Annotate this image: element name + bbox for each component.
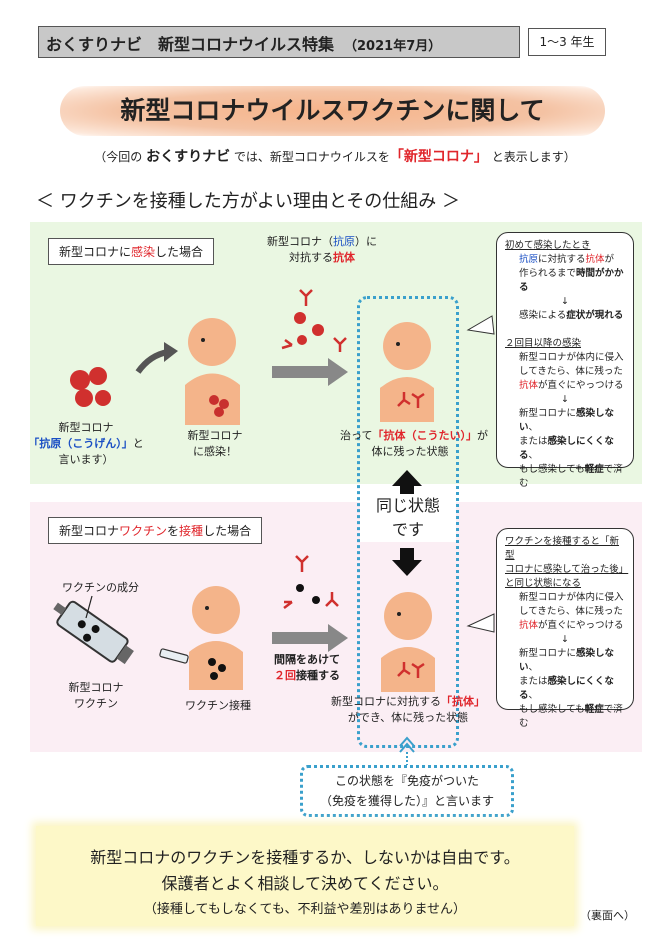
antibody-note: 新型コロナ（抗原）に 対抗する抗体 [267,235,377,264]
curved-arrow-icon [135,349,169,374]
vaccine-label: 新型コロナワクチンを接種した場合 [48,517,263,544]
healed-body-icon [380,322,434,422]
same-state-text: 同じ状態 です [360,494,456,542]
header-date: （2021年7月） [344,39,442,54]
arrow-right-2-icon [272,632,330,644]
component-label: ワクチンの成分 [62,581,139,594]
grade-badge: 1～3 年生 [528,28,606,56]
interval-caption: 間隔をあけて ２回接種する [274,653,340,682]
footer-line-3: （接種してもしなくても、不利益や差別はありません） [143,902,467,917]
antibody-cluster-icon [281,289,347,352]
virus-cluster-icon [70,367,111,407]
arrow-up-icon [392,470,422,496]
virus-caption: 新型コロナ 「抗原（こうげん）」と 言います） [28,421,144,466]
infected-caption: 新型コロナ に感染！ [187,429,243,458]
arrow-down-icon [392,548,422,576]
vaccinated-body-icon [159,586,243,690]
vial-caption: 新型コロナ ワクチン [68,681,124,710]
header-title: おくすりナビ 新型コロナウイルス特集（2021年7月） [46,35,442,54]
footer-notice: 新型コロナのワクチンを接種するか、しないかは自由です。 保護者とよく相談して決め… [36,826,574,926]
antibody-triangle-icon [283,555,339,609]
immunity-note: この状態を『免疫がついた （免疫を獲得した）』と言います [300,765,514,817]
back-page-link: （裏面へ） [580,909,635,922]
footer-line-2: 保護者とよく相談して決めてください。 [161,874,449,893]
infection-label: 新型コロナに感染した場合 [48,238,215,265]
main-title: 新型コロナウイルスワクチンに関して [60,86,605,136]
footer-line-1: 新型コロナのワクチンを接種するか、しないかは自由です。 [90,848,520,867]
healed-caption: 治って「抗体（こうたい）」が 体に残った状態 [340,429,488,458]
note-line: （今回の おくすりナビ では、新型コロナウイルスを「新型コロナ」 と表示します） [94,149,576,165]
result-caption: 新型コロナに対抗する「抗体」 ができ、体に残った状態 [331,695,485,724]
shot-caption: ワクチン接種 [185,699,251,712]
vaccine-speech-bubble: ワクチンを接種すると「新型 コロナに感染して治った後」 と同じ状態になる 新型コ… [496,528,634,729]
vaccine-syringe-icon [53,600,134,665]
section-title: ＜ ワクチンを接種した方がよい理由とその仕組み ＞ [36,191,461,212]
protected-body-icon [381,592,435,692]
arrow-right-icon [272,366,330,378]
infected-body-icon [185,318,240,425]
infection-speech-bubble: 初めて感染したとき 抗原に対抗する抗体が 作られるまで時間がかかる ↓ 感染によ… [496,232,634,489]
header-bar [38,26,520,58]
chevron-up-icon [399,736,415,753]
